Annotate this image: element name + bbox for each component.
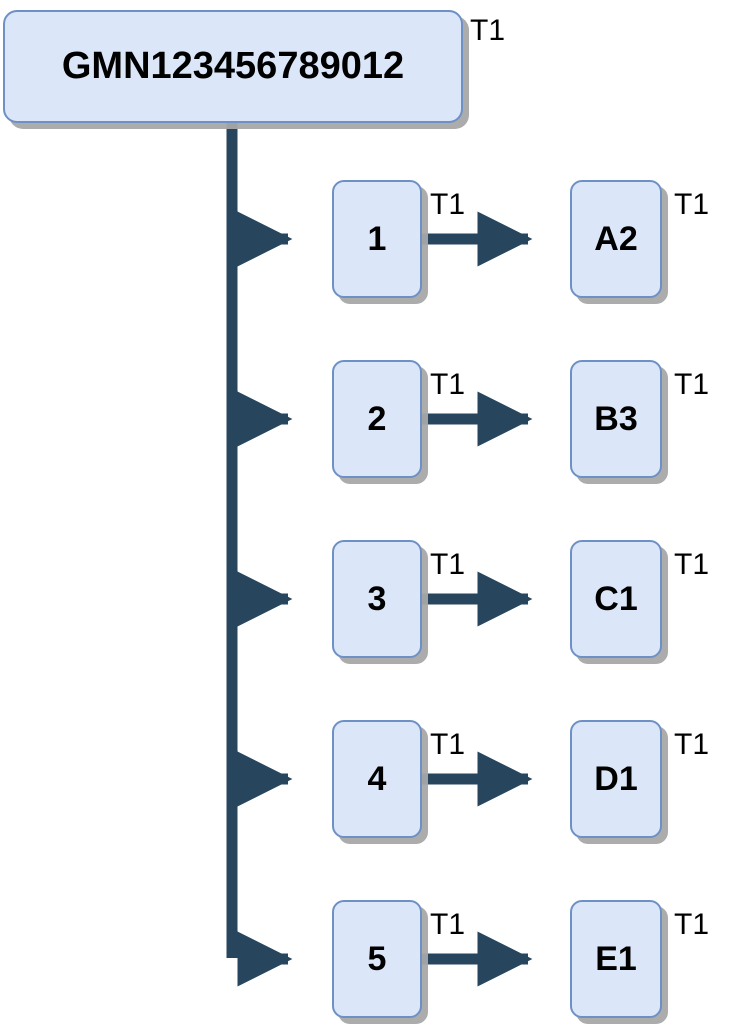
node-leaf-2-tag: T1 [674, 368, 710, 401]
node-leaf-5[interactable]: E1 [570, 900, 662, 1018]
node-mid-2-tag: T1 [430, 368, 466, 401]
node-mid-2[interactable]: 2 [332, 360, 422, 478]
node-leaf-3[interactable]: C1 [570, 540, 662, 658]
node-root-tag: T1 [470, 14, 506, 47]
leaf-edges [422, 211, 533, 987]
node-leaf-4[interactable]: D1 [570, 720, 662, 838]
node-mid-1[interactable]: 1 [332, 180, 422, 298]
branch-edge-1 [226, 208, 293, 267]
branch-edge-2 [226, 388, 293, 447]
node-leaf-5-tag: T1 [674, 908, 710, 941]
node-root[interactable]: GMN123456789012 [3, 10, 463, 123]
node-leaf-3-tag: T1 [674, 548, 710, 581]
node-mid-4-tag: T1 [430, 728, 466, 761]
branch-edge-3 [226, 568, 293, 627]
branch-edge-5 [226, 928, 293, 987]
node-mid-3[interactable]: 3 [332, 540, 422, 658]
node-mid-4[interactable]: 4 [332, 720, 422, 838]
node-leaf-2[interactable]: B3 [570, 360, 662, 478]
trunk-edges [226, 120, 293, 987]
node-mid-5-tag: T1 [430, 908, 466, 941]
node-leaf-1-tag: T1 [674, 188, 710, 221]
node-leaf-4-tag: T1 [674, 728, 710, 761]
node-mid-5[interactable]: 5 [332, 900, 422, 1018]
node-mid-1-tag: T1 [430, 188, 466, 221]
branch-edge-4 [226, 748, 293, 807]
node-leaf-1[interactable]: A2 [570, 180, 662, 298]
node-mid-3-tag: T1 [430, 548, 466, 581]
